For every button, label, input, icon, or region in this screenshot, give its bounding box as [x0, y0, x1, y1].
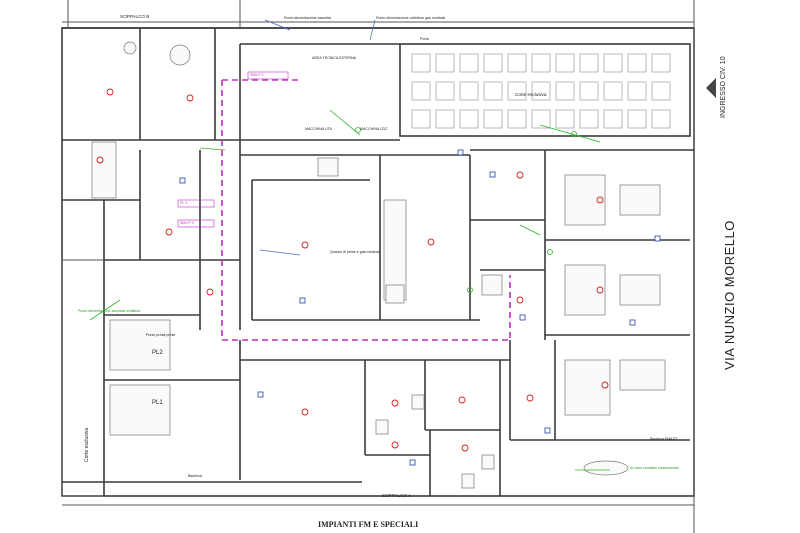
floor-pl2-label: PL2: [152, 350, 163, 356]
green-devices: [355, 127, 577, 293]
socket-icon: [299, 297, 306, 304]
socket-note: Punto presa prese: [146, 333, 176, 337]
light-point-icon: [96, 156, 104, 164]
contatori-label: Bacheca FMAST: [650, 437, 678, 441]
socket-icon: [257, 391, 264, 398]
light-point-icon: [461, 444, 469, 452]
smoke-detector-icon: [571, 131, 577, 137]
furniture: [91, 41, 666, 489]
mezzanine-a-label: SOPPALCO A: [382, 493, 412, 498]
light-point-icon: [391, 441, 399, 449]
light-point-icon: [596, 286, 604, 294]
light-point-icon: [427, 238, 435, 246]
outer-walls: [61, 0, 695, 533]
socket-icon: [654, 235, 661, 242]
blue-devices: [179, 149, 661, 466]
technical-grid: [399, 43, 691, 137]
light-point-icon: [596, 196, 604, 204]
tag-sbv-p3: SBV-P 3: [180, 221, 194, 225]
light-point-icon: [391, 399, 399, 407]
tag-sbv-p2: SBV-P 2: [250, 73, 264, 77]
tag-pl1: PL 1: [180, 201, 188, 205]
mezzanine-b-label: SOPPALCO B: [120, 14, 150, 19]
door-label: Porta: [420, 37, 429, 41]
floor-pl1-label: PL1: [152, 400, 163, 406]
smoke-detector-icon: [547, 249, 553, 255]
light-point-icon: [106, 88, 114, 96]
green-note-left: Punto alimentazione lampada scialitica: [78, 309, 140, 313]
socket-icon: [629, 319, 636, 326]
light-point-icon: [516, 296, 524, 304]
box-label: Bacheca: [188, 474, 202, 478]
gas-supply-top-right: Punto alimentazione collettore gas medic…: [376, 16, 446, 20]
socket-icon: [519, 314, 526, 321]
red-devices: [96, 88, 609, 452]
cable-route: [221, 79, 511, 341]
light-point-icon: [301, 408, 309, 416]
entrance-arrow-icon: [706, 78, 716, 98]
socket-icon: [544, 427, 551, 434]
socket-icon: [179, 177, 186, 184]
socket-icon: [457, 149, 464, 156]
light-point-icon: [458, 396, 466, 404]
light-point-icon: [516, 171, 524, 179]
light-point-icon: [206, 288, 214, 296]
smoke-detector-icon: [355, 127, 361, 133]
light-point-icon: [601, 381, 609, 389]
machine-cdz-label: MACCHINA CDZ: [360, 127, 388, 131]
socket-icon: [489, 171, 496, 178]
street-name: VIA NUNZIO MORELLO: [722, 220, 737, 370]
light-point-icon: [186, 94, 194, 102]
drawing-title: IMPIANTI FM E SPECIALI: [318, 520, 419, 529]
entrance-label: INGRESSO CIV. 10: [720, 56, 727, 118]
green-note-court: Al vano contatori condominiale: [630, 466, 679, 470]
light-point-icon: [165, 228, 173, 236]
light-point-icon: [526, 394, 534, 402]
medical-gas-note: Quadro di prese e gas medicali: [330, 250, 380, 254]
socket-icon: [409, 459, 416, 466]
technical-area-label: AREA TECNICA ESTERNA: [312, 56, 357, 60]
gas-supply-top-left: Punto alimentazione cassetta: [284, 16, 331, 20]
courtyard-left-label: Corte esclusiva: [84, 427, 90, 462]
smoke-detector-icon: [467, 287, 473, 293]
left-courtyard: [61, 259, 105, 497]
annotation-leaders: [89, 19, 610, 471]
machine-uta-label: MACCHINA UTA: [305, 127, 332, 131]
courtyard-exclusive-label: Corte esclusiva: [515, 92, 547, 97]
interior-walls: [62, 28, 694, 496]
light-point-icon: [301, 241, 309, 249]
